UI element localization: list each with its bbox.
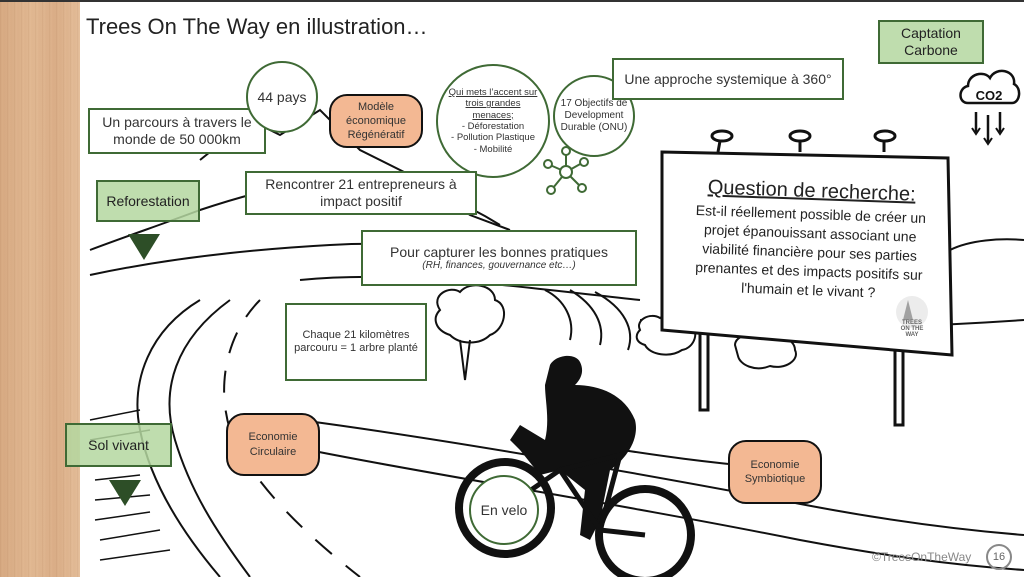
bike-rear-wheel (595, 485, 695, 577)
bike-front-wheel (455, 458, 555, 558)
top-border (0, 0, 1024, 2)
wood-side-panel (0, 0, 80, 577)
page-number: 16 (992, 551, 1006, 563)
menace-item: - Déforestation (461, 121, 525, 132)
symbiotique-text: Economie Symbiotique (744, 458, 806, 485)
co2-text: CO2 (976, 88, 1003, 103)
chaque-km-text: Chaque 21 kilomètres parcouru = 1 arbre … (294, 328, 418, 354)
chaque-km-box: Chaque 21 kilomètres parcouru = 1 arbre … (285, 303, 427, 381)
captation-carbone-label: Captation Carbone (878, 20, 984, 64)
billboard-post-right (893, 348, 905, 427)
en-velo-circle: En velo (469, 475, 539, 545)
network-icon (543, 146, 589, 195)
economie-regenerative-badge: Modèle économique Régénératif (329, 94, 423, 148)
menace-item: - Mobilité (473, 143, 513, 155)
parcours-box: Un parcours à travers le monde de 50 000… (88, 108, 266, 154)
billboard-logo-text: TREES ON THE WAY (900, 320, 924, 338)
slide-title: Trees On The Way en illustration… (86, 14, 428, 39)
research-question: Question de recherche: Est-il réellement… (678, 175, 942, 303)
rencontrer-text: Rencontrer 21 entrepreneurs à impact pos… (265, 176, 457, 209)
rencontrer-box: Rencontrer 21 entrepreneurs à impact pos… (245, 171, 477, 215)
sol-vivant-label: Sol vivant (65, 423, 172, 467)
capturer-title: Pour capturer les bonnes pratiques (390, 243, 608, 260)
menaces-heading: Qui mets l’accent sur trois grandes mena… (448, 86, 538, 121)
research-question-body: Est-il réellement possible de créer un p… (695, 202, 927, 300)
regeneratif-text: Modèle économique Régénératif (346, 100, 406, 142)
cyclist-silhouette (510, 355, 636, 540)
trees-on-the-way-logo (896, 296, 928, 328)
menaces-circle: Qui mets l’accent sur trois grandes mena… (436, 64, 550, 178)
capturer-box: Pour capturer les bonnes pratiques (RH, … (361, 230, 637, 286)
copyright-text: ©TreesOnTheWay (872, 550, 972, 564)
reforestation-text: Reforestation (106, 193, 190, 209)
sol-vivant-text: Sol vivant (88, 437, 149, 453)
economie-symbiotique-badge: Economie Symbiotique (728, 440, 822, 504)
billboard-panel (660, 150, 954, 357)
capturer-subtitle: (RH, finances, gouvernance etc…) (422, 260, 576, 272)
approche-text: Une approche systemique à 360° (624, 70, 832, 87)
captation-text: Captation Carbone (901, 25, 961, 58)
en-velo-text: En velo (480, 501, 528, 518)
page-number-badge: 16 (986, 544, 1012, 570)
economie-circulaire-badge: Economie Circulaire (226, 413, 320, 476)
tree-bush (434, 284, 505, 344)
odd-text: 17 Objectifs de Development Durable (ONU… (560, 98, 628, 133)
menace-item: - Pollution Plastique (451, 132, 535, 144)
reforestation-label: Reforestation (96, 180, 200, 222)
co2-cloud-icon (959, 69, 1021, 146)
parcours-text: Un parcours à travers le monde de 50 000… (102, 114, 252, 147)
approche-box: Une approche systemique à 360° (612, 58, 844, 100)
pays-circle: 44 pays (246, 61, 318, 133)
billboard-post-left (698, 328, 710, 412)
reforestation-marker-icon (128, 234, 160, 260)
pays-text: 44 pays (257, 88, 307, 105)
sol-vivant-marker-icon (109, 480, 141, 506)
circulaire-text: Economie Circulaire (248, 431, 298, 458)
